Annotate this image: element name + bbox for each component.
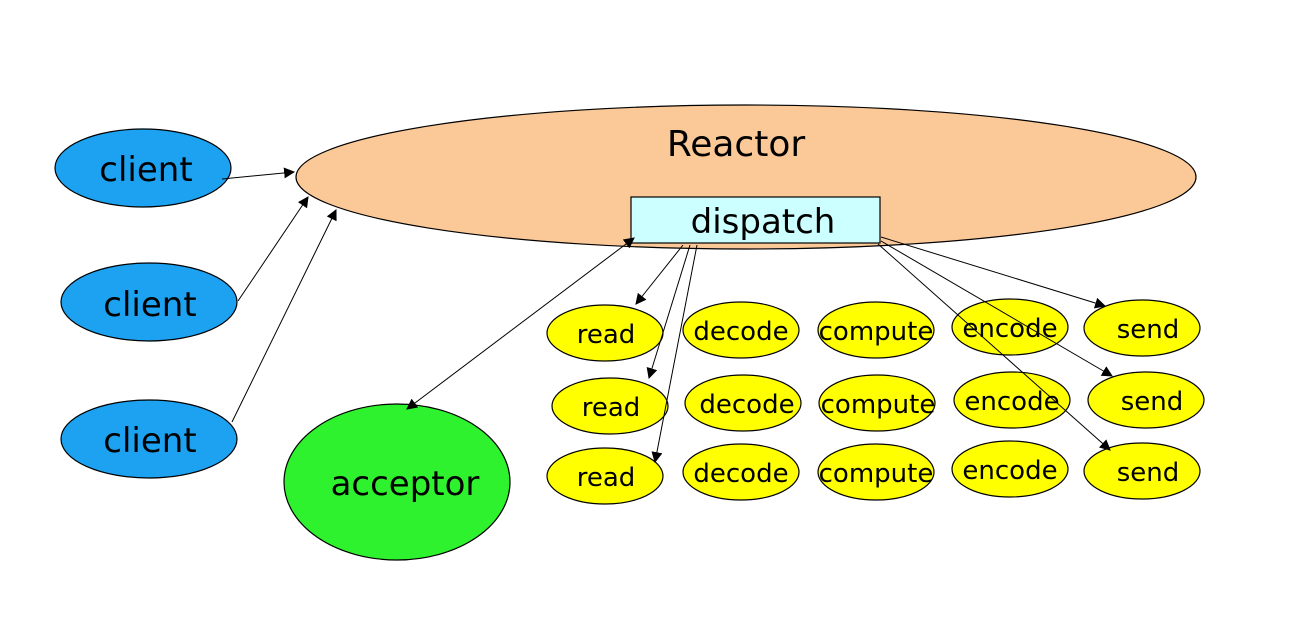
read-handler: read bbox=[551, 377, 669, 435]
send-label: send bbox=[1117, 315, 1180, 345]
encode-label: encode bbox=[964, 387, 1059, 417]
client-node: client bbox=[54, 128, 232, 208]
edges bbox=[221, 167, 1113, 464]
reactor-label: Reactor bbox=[667, 124, 806, 165]
encode-handler: encode bbox=[953, 371, 1071, 429]
decode-handler: decode bbox=[684, 374, 802, 432]
send-label: send bbox=[1121, 387, 1184, 417]
dispatch-to-read-arrow bbox=[635, 244, 684, 305]
dispatch-label: dispatch bbox=[691, 202, 836, 242]
acceptor-label: acceptor bbox=[331, 464, 480, 504]
compute-handler: compute bbox=[817, 301, 935, 359]
reactor-node: Reactor bbox=[295, 104, 1197, 250]
dispatch-node: dispatch bbox=[630, 196, 881, 244]
compute-label: compute bbox=[819, 459, 934, 489]
decode-label: decode bbox=[699, 390, 794, 420]
compute-label: compute bbox=[819, 317, 934, 347]
compute-handler: compute bbox=[818, 374, 936, 432]
decode-label: decode bbox=[693, 317, 788, 347]
client-node: client bbox=[60, 262, 238, 342]
dispatch-to-send-arrow bbox=[880, 240, 1113, 377]
handler-row: read decode compute encode send bbox=[551, 371, 1205, 435]
client-label: client bbox=[103, 285, 196, 325]
encode-handler: encode bbox=[951, 298, 1069, 356]
send-label: send bbox=[1117, 458, 1180, 488]
handler-row: read decode compute encode send bbox=[546, 298, 1201, 362]
client-to-reactor-arrow bbox=[231, 209, 337, 423]
compute-handler: compute bbox=[817, 443, 935, 501]
read-handler: read bbox=[546, 304, 664, 362]
dispatch-to-read-arrow bbox=[651, 244, 698, 464]
dispatch-to-read-arrow bbox=[646, 244, 691, 380]
send-handler: send bbox=[1087, 371, 1205, 429]
decode-handler: decode bbox=[682, 301, 800, 359]
read-label: read bbox=[577, 463, 636, 493]
decode-handler: decode bbox=[682, 443, 800, 501]
client-label: client bbox=[99, 150, 192, 190]
client-node: client bbox=[60, 399, 238, 479]
read-handler: read bbox=[546, 447, 664, 505]
dispatch-to-send-arrow bbox=[877, 243, 1111, 451]
decode-label: decode bbox=[693, 459, 788, 489]
client-to-reactor-arrow bbox=[221, 167, 296, 180]
read-label: read bbox=[577, 320, 636, 350]
send-handler: send bbox=[1083, 442, 1201, 500]
handler-row: read decode compute encode send bbox=[546, 440, 1201, 505]
dispatch-acceptor-arrow bbox=[406, 237, 635, 410]
acceptor-node: acceptor bbox=[283, 403, 511, 561]
encode-label: encode bbox=[962, 314, 1057, 344]
encode-label: encode bbox=[962, 456, 1057, 486]
encode-handler: encode bbox=[951, 440, 1069, 498]
read-label: read bbox=[582, 393, 641, 423]
client-label: client bbox=[103, 421, 196, 461]
send-handler: send bbox=[1083, 299, 1201, 357]
dispatch-to-send-arrow bbox=[880, 236, 1107, 309]
client-to-reactor-arrow bbox=[237, 196, 309, 302]
compute-label: compute bbox=[821, 390, 936, 420]
